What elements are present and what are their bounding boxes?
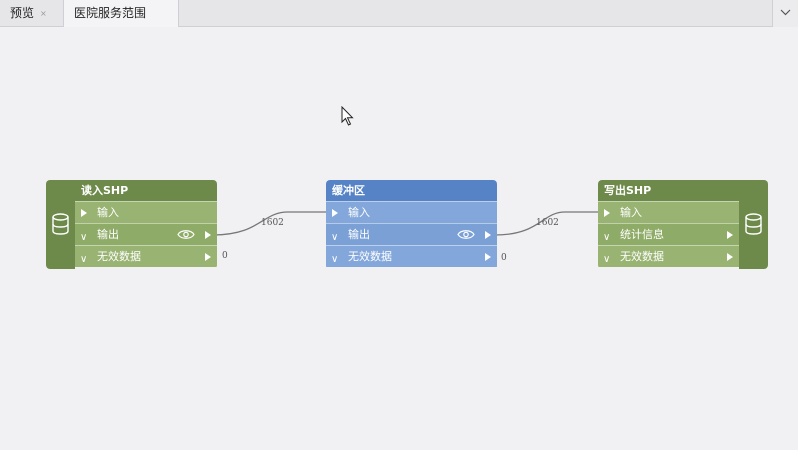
chevron-down-icon[interactable]: ∨ xyxy=(80,254,88,265)
chevron-down-icon[interactable]: ∨ xyxy=(603,232,611,243)
tab-list-dropdown[interactable] xyxy=(772,0,798,27)
port-label: 输入 xyxy=(97,206,119,219)
writer-db-panel xyxy=(739,180,768,269)
input-port[interactable]: 输入 xyxy=(326,201,497,223)
database-icon xyxy=(745,213,762,235)
tab-hospital-label: 医院服务范围 xyxy=(74,6,147,20)
mouse-pointer-icon xyxy=(341,106,354,126)
link-count-label: 1602 xyxy=(536,218,559,228)
port-arrow-icon[interactable] xyxy=(485,253,491,261)
port-arrow-icon[interactable] xyxy=(727,253,733,261)
tab-close-icon[interactable]: × xyxy=(40,9,47,18)
eye-icon[interactable] xyxy=(177,229,195,240)
chevron-down-icon[interactable]: ∨ xyxy=(331,254,339,265)
invalid-count-label: 0 xyxy=(501,253,507,263)
chevron-down-icon[interactable]: ∨ xyxy=(603,254,611,265)
tab-hospital-service-area[interactable]: 医院服务范围 xyxy=(63,0,179,27)
tab-bar: 预览 × 医院服务范围 xyxy=(0,0,798,27)
stats-port[interactable]: ∨ 统计信息 xyxy=(598,223,739,245)
port-label: 输入 xyxy=(620,206,642,219)
input-port[interactable]: 输入 xyxy=(75,201,217,223)
output-port[interactable]: ∨ 输出 xyxy=(326,223,497,245)
port-label: 输入 xyxy=(348,206,370,219)
link-count-label: 1602 xyxy=(261,218,284,228)
chevron-down-icon[interactable]: ∨ xyxy=(80,232,88,243)
tab-preview-label: 预览 xyxy=(10,6,35,20)
node-write-shp[interactable]: 写出SHP 输入 ∨ 统计信息 ∨ 无效数据 xyxy=(598,180,768,269)
port-arrow-icon[interactable] xyxy=(205,231,211,239)
port-label: 无效数据 xyxy=(620,250,664,263)
input-port[interactable]: 输入 xyxy=(598,201,739,223)
chevron-down-icon[interactable]: ∨ xyxy=(331,232,339,243)
port-arrow-icon[interactable] xyxy=(727,231,733,239)
port-label: 无效数据 xyxy=(348,250,392,263)
port-arrow-icon[interactable] xyxy=(485,231,491,239)
port-arrow-icon xyxy=(81,209,87,217)
database-icon xyxy=(52,213,69,235)
port-label: 无效数据 xyxy=(97,250,141,263)
invalid-port[interactable]: ∨ 无效数据 xyxy=(75,245,217,267)
eye-icon[interactable] xyxy=(457,229,475,240)
port-label: 输出 xyxy=(97,228,119,241)
node-buffer[interactable]: 缓冲区 输入 ∨ 输出 ∨ 无效数据 xyxy=(326,180,497,270)
node-title: 读入SHP xyxy=(75,180,217,201)
invalid-port[interactable]: ∨ 无效数据 xyxy=(326,245,497,267)
tab-preview[interactable]: 预览 × xyxy=(0,0,62,27)
output-port[interactable]: ∨ 输出 xyxy=(75,223,217,245)
invalid-count-label: 0 xyxy=(222,251,228,261)
node-read-shp[interactable]: 读入SHP 输入 ∨ 输出 ∨ 无效数据 xyxy=(46,180,217,269)
invalid-port[interactable]: ∨ 无效数据 xyxy=(598,245,739,267)
port-arrow-icon[interactable] xyxy=(205,253,211,261)
node-title: 写出SHP xyxy=(598,180,739,201)
port-arrow-icon xyxy=(332,209,338,217)
port-arrow-icon xyxy=(604,209,610,217)
node-title: 缓冲区 xyxy=(326,180,497,201)
port-label: 输出 xyxy=(348,228,370,241)
chevron-down-icon xyxy=(780,9,791,16)
reader-db-panel xyxy=(46,180,75,269)
port-label: 统计信息 xyxy=(620,228,664,241)
